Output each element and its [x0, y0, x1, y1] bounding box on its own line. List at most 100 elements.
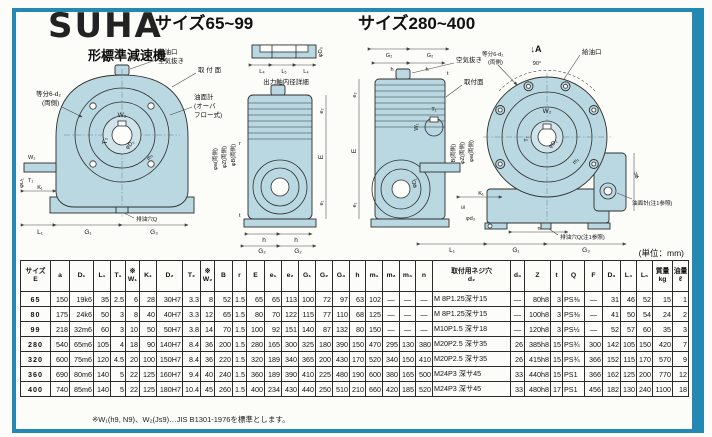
table-cell: 24k6: [69, 306, 94, 322]
mount-face-label: 取 付 面: [198, 65, 222, 74]
drain-label: 排油穴Q: [136, 215, 158, 223]
table-cell: 430: [281, 381, 299, 397]
drain-plug: [115, 206, 129, 214]
table-cell: 10.4: [182, 381, 201, 397]
table-cell: —: [415, 291, 433, 307]
table-cell: —: [382, 291, 400, 307]
table-cell: 35: [652, 321, 673, 337]
equal-holes-label4: (両側): [488, 58, 503, 66]
table-cell: 3: [110, 306, 126, 322]
air-vent-label2: 空気抜き: [456, 55, 482, 64]
table-cell: 390: [281, 366, 299, 382]
equal-holes-label2: (両側): [42, 99, 59, 107]
table-cell: 40H7: [156, 306, 183, 322]
dim-g1b: G₁: [512, 247, 520, 254]
dim-l4: L₄: [259, 69, 265, 75]
table-cell: 250: [315, 381, 333, 397]
dim-b-side: φB(両側): [229, 144, 237, 166]
table-cell: 50: [620, 306, 637, 322]
table-cell: 63: [349, 291, 366, 307]
table-cell: 65: [246, 291, 265, 307]
table-cell: 260: [214, 381, 233, 397]
table-cell: 26: [510, 351, 525, 367]
oil-gauge-note-label: 油面計(注1参照): [632, 199, 673, 207]
table-cell: 50H7: [156, 321, 183, 337]
table-cell: 102: [365, 291, 383, 307]
table-cell: 15: [550, 336, 563, 352]
table-cell: 31: [602, 291, 621, 307]
table-cell: PS¾: [562, 336, 585, 352]
table-cell: 400: [246, 381, 265, 397]
table-cell: —: [382, 306, 400, 322]
table-cell: 189: [264, 351, 282, 367]
dim-t2c: T₂: [524, 136, 530, 142]
size-cell: 360: [20, 366, 51, 382]
column-header: D₃: [602, 260, 621, 292]
table-cell: 65m6: [69, 336, 94, 352]
column-header: h: [349, 260, 366, 292]
dim-m1b: m₁: [572, 157, 581, 166]
table-cell: 57: [620, 321, 637, 337]
table-cell: PS¾: [562, 351, 585, 367]
table-cell: 340: [281, 351, 299, 367]
table-cell: 165: [264, 336, 282, 352]
dim-a-side: φa(両側): [211, 148, 219, 170]
table-cell: 28: [139, 291, 157, 307]
dim-g2b: G₂: [294, 248, 302, 254]
column-header: D₁: [69, 260, 94, 292]
brand-logo: SUHA: [48, 6, 163, 46]
table-cell: 770: [652, 366, 673, 382]
table-cell: PS⅜: [562, 291, 585, 307]
table-cell: 60: [93, 321, 111, 337]
table-cell: 189: [264, 366, 282, 382]
table-cell: 4: [110, 336, 126, 352]
table-cell: 170: [636, 351, 653, 367]
dim-ec: E: [461, 205, 467, 209]
table-cell: —: [399, 306, 416, 322]
table-cell: 115: [298, 306, 316, 322]
table-cell: M24P3 深サ45: [432, 366, 511, 382]
table-cell: 152: [602, 351, 621, 367]
size-cell: 80: [20, 306, 51, 322]
angle-90-label: 90°: [533, 61, 541, 67]
dim-t2: T₂: [102, 137, 109, 144]
table-cell: 234: [264, 381, 282, 397]
table-cell: PS½: [562, 321, 585, 337]
table-cell: 150: [365, 321, 383, 337]
dim-b-side2: φB(両側): [449, 144, 457, 166]
dim-g3b: G₃: [582, 247, 590, 254]
table-cell: 75m6: [69, 351, 94, 367]
dim-w1: W₁: [28, 155, 35, 161]
dim-h2: h: [294, 237, 298, 244]
column-header: 油量 ℓ: [672, 260, 689, 292]
dim-l1b: L₁: [449, 247, 456, 254]
table-cell: 385h8: [524, 336, 551, 352]
table-cell: 600: [50, 351, 70, 367]
table-cell: PS⅜: [562, 306, 585, 322]
unit-note: (単位：mm): [638, 248, 684, 258]
table-cell: 12: [200, 306, 215, 322]
dim-n: n: [537, 226, 540, 232]
table-cell: 300: [281, 336, 299, 352]
table-cell: 68: [349, 306, 366, 322]
table-cell: 100: [298, 291, 316, 307]
table-cell: 100: [246, 321, 265, 337]
table-cell: 140: [93, 381, 111, 397]
size-cell: 280: [20, 336, 51, 352]
column-header: D₂: [156, 260, 183, 292]
table-cell: 3: [550, 321, 563, 337]
table-cell: 8.4: [182, 351, 201, 367]
dim-d3b: φd₃: [466, 216, 475, 222]
size-cell: 320: [20, 351, 51, 367]
front-view-small: A 取 付 面 給油口 空気抜き 等分6-d₂ (両側) 油面計 (オーバ フロ…: [20, 47, 222, 236]
table-cell: 200: [315, 351, 333, 367]
column-header: G₂: [315, 260, 333, 292]
dim-e1: e₁: [319, 200, 325, 205]
table-cell: 540: [50, 336, 70, 352]
table-cell: 440: [298, 381, 316, 397]
table-cell: 26: [510, 336, 525, 352]
table-cell: 130: [620, 381, 637, 397]
table-cell: —: [415, 306, 433, 322]
